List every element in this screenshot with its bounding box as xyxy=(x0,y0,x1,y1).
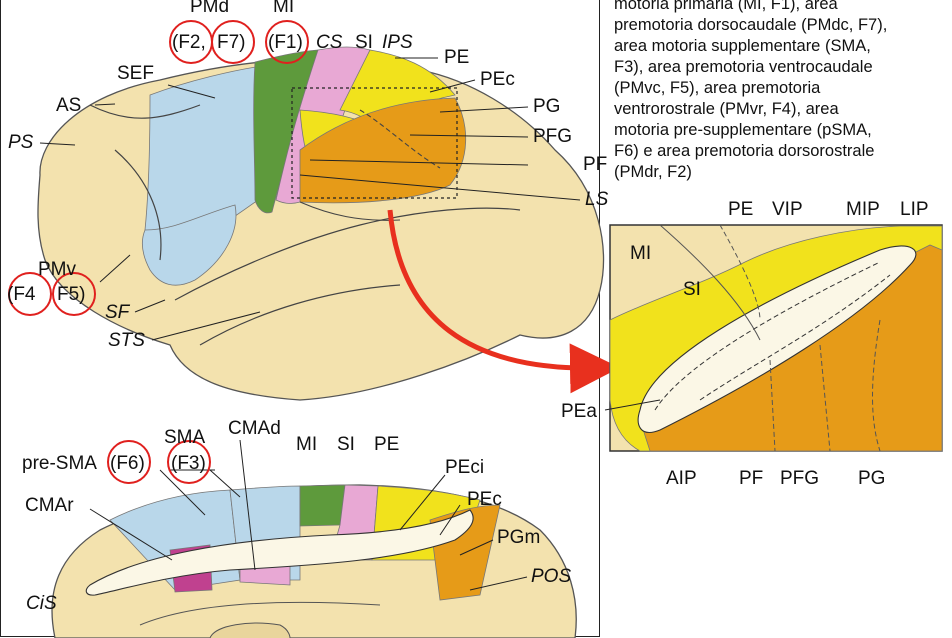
label-f5: F5) xyxy=(57,285,86,304)
label-ls: LS xyxy=(585,190,608,209)
inset-panel xyxy=(605,225,942,451)
label-as: AS xyxy=(56,96,81,115)
medial-label-sma: SMA xyxy=(164,428,205,447)
caption-line: motoria pre-supplementare (pSMA, xyxy=(614,120,946,141)
medial-label-f6: (F6) xyxy=(110,454,145,473)
label-ips: IPS xyxy=(382,33,413,52)
label-sf: SF xyxy=(105,303,129,322)
label-f4: (F4 xyxy=(7,285,36,304)
inset-label-lip: LIP xyxy=(900,200,929,219)
medial-label-pre-sma: pre-SMA xyxy=(22,454,97,473)
caption-line: F3), area premotoria ventrocaudale xyxy=(614,57,946,78)
label-pec: PEc xyxy=(480,70,515,89)
inset-label-pe: PE xyxy=(728,200,753,219)
medial-label-peci: PEci xyxy=(445,458,484,477)
medial-label-cmar: CMAr xyxy=(25,496,74,515)
medial-label-pe: PE xyxy=(374,435,399,454)
inset-label-vip: VIP xyxy=(772,200,803,219)
label-pmv: PMv xyxy=(38,260,76,279)
label-pmd: PMd xyxy=(190,0,229,16)
label-f1: (F1) xyxy=(268,33,303,52)
caption-line: motoria primaria (MI, F1), area xyxy=(614,0,946,15)
label-pf: PF xyxy=(583,155,607,174)
inset-label-pea: PEa xyxy=(561,402,597,421)
inset-label-pf: PF xyxy=(739,469,763,488)
label-pe: PE xyxy=(444,48,469,67)
label-pfg: PFG xyxy=(533,127,572,146)
medial-label-cmad: CMAd xyxy=(228,419,281,438)
medial-label-cis: CiS xyxy=(26,594,57,613)
medial-label-pos: POS xyxy=(531,567,571,586)
label-ps: PS xyxy=(8,133,33,152)
medial-label-si: SI xyxy=(337,435,355,454)
inset-label-aip: AIP xyxy=(666,469,697,488)
label-si: SI xyxy=(355,33,373,52)
inset-label-mip: MIP xyxy=(846,200,880,219)
inset-label-pg: PG xyxy=(858,469,885,488)
label-cs: CS xyxy=(316,33,342,52)
label-mi: MI xyxy=(273,0,294,16)
label-sef: SEF xyxy=(117,64,154,83)
caption-line: (PMdr, F2) xyxy=(614,162,946,183)
caption-text: motoria primaria (MI, F1), area premotor… xyxy=(614,0,946,183)
label-pg: PG xyxy=(533,97,560,116)
caption-line: ventrorostrale (PMvr, F4), area xyxy=(614,99,946,120)
medial-label-f3: (F3) xyxy=(171,454,206,473)
inset-label-pfg: PFG xyxy=(780,469,819,488)
caption-line: area motoria supplementare (SMA, xyxy=(614,36,946,57)
inset-label-si: SI xyxy=(683,280,701,299)
label-f7: F7) xyxy=(217,33,246,52)
caption-line: (PMvc, F5), area premotoria xyxy=(614,78,946,99)
inset-label-mi: MI xyxy=(630,244,651,263)
caption-line: F6) e area premotoria dorsorostrale xyxy=(614,141,946,162)
label-f2: (F2, xyxy=(172,33,206,52)
medial-label-pec: PEc xyxy=(467,490,502,509)
label-sts: STS xyxy=(108,331,145,350)
caption-line: premotoria dorsocaudale (PMdc, F7), xyxy=(614,15,946,36)
medial-mi-green xyxy=(300,485,345,526)
medial-label-mi: MI xyxy=(296,435,317,454)
medial-label-pgm: PGm xyxy=(497,528,540,547)
